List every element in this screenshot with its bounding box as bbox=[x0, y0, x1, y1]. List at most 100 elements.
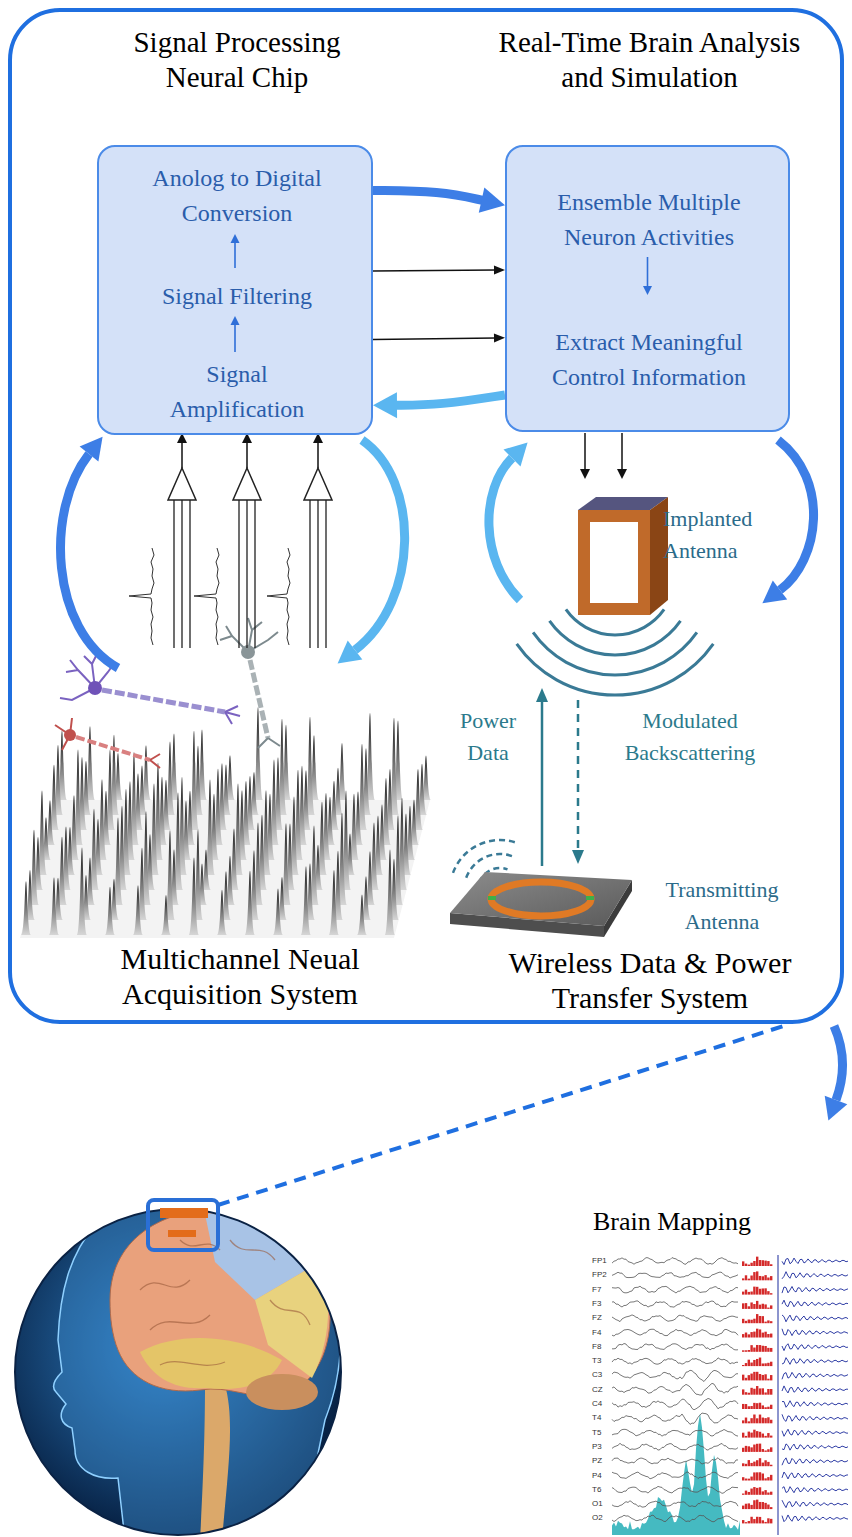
eeg-histogram-bar bbox=[756, 1329, 758, 1338]
eeg-histogram-bar bbox=[750, 1320, 752, 1323]
eeg-histogram-bar bbox=[756, 1444, 758, 1452]
eeg-histogram-bar bbox=[748, 1334, 750, 1337]
zoom-dashed-line bbox=[218, 1024, 790, 1205]
eeg-histogram-bar bbox=[748, 1521, 750, 1523]
eeg-histogram-bar bbox=[742, 1303, 744, 1309]
eeg-histogram-bar bbox=[756, 1472, 758, 1480]
neuron-illustration bbox=[88, 681, 102, 695]
spike-peak bbox=[329, 870, 339, 935]
eeg-histogram-bar bbox=[767, 1389, 769, 1395]
spike-peak bbox=[49, 877, 59, 935]
eeg-histogram-bar bbox=[770, 1492, 772, 1495]
eeg-histogram-bar bbox=[770, 1475, 772, 1481]
link-arrow bbox=[536, 688, 584, 866]
eeg-histogram-bar bbox=[742, 1494, 744, 1495]
eeg-histogram-bar bbox=[762, 1346, 764, 1352]
channel-label: P3 bbox=[592, 1443, 612, 1451]
neuron-illustration bbox=[102, 690, 225, 712]
eeg-histogram-bar bbox=[748, 1360, 750, 1366]
eeg-histogram-bar bbox=[770, 1447, 772, 1452]
eeg-histogram-bar bbox=[770, 1293, 772, 1294]
step-arrow-head bbox=[231, 234, 240, 243]
flow-arrow bbox=[61, 454, 118, 668]
eeg-histogram-bar bbox=[759, 1432, 761, 1438]
eeg-histogram-bar bbox=[745, 1321, 747, 1323]
eeg-histogram-bar bbox=[748, 1393, 750, 1395]
link-arrow bbox=[541, 700, 544, 866]
head-illustration bbox=[148, 1200, 218, 1250]
eeg-histogram-bar bbox=[750, 1418, 752, 1423]
eeg-spectrum bbox=[782, 1444, 848, 1450]
eeg-histogram-bar bbox=[742, 1334, 744, 1337]
eeg-histogram-bar bbox=[745, 1290, 747, 1295]
eeg-histogram-bar bbox=[770, 1264, 772, 1266]
eeg-histogram-bar bbox=[750, 1345, 752, 1352]
eeg-histogram-bar bbox=[753, 1332, 755, 1338]
amplifier-symbol bbox=[304, 468, 332, 500]
eeg-trace bbox=[612, 1272, 738, 1278]
eeg-spectrum bbox=[782, 1300, 848, 1307]
eeg-histogram-bar bbox=[759, 1472, 761, 1480]
flow-arrow bbox=[489, 458, 520, 600]
eeg-histogram-bar bbox=[756, 1460, 758, 1466]
spike-peak bbox=[77, 848, 87, 935]
eeg-histogram-bar bbox=[748, 1279, 750, 1281]
channel-label: O1 bbox=[592, 1500, 612, 1508]
mapping-arrow bbox=[825, 1026, 848, 1121]
eeg-histogram-bar bbox=[756, 1517, 758, 1524]
spike-peak bbox=[245, 871, 255, 935]
eeg-histogram-bar bbox=[764, 1322, 766, 1324]
eeg-histogram-bar bbox=[767, 1334, 769, 1337]
eeg-trace bbox=[612, 1301, 738, 1307]
eeg-histogram-bar bbox=[759, 1458, 761, 1466]
eeg-histogram-bar bbox=[756, 1271, 758, 1280]
eeg-histogram-bar bbox=[742, 1404, 744, 1409]
eeg-histogram-bar bbox=[748, 1460, 750, 1466]
flow-connector bbox=[373, 334, 505, 343]
transmitting-antenna bbox=[450, 872, 632, 937]
eeg-histogram-bar bbox=[753, 1430, 755, 1438]
eeg-histogram-bar bbox=[745, 1363, 747, 1366]
eeg-histogram-bar bbox=[742, 1477, 744, 1480]
eeg-histogram-bar bbox=[764, 1363, 766, 1366]
eeg-spectrum bbox=[782, 1329, 848, 1336]
eeg-trace bbox=[612, 1501, 738, 1507]
channel-label: CZ bbox=[592, 1386, 612, 1394]
eeg-histogram-bar bbox=[767, 1407, 769, 1409]
eeg-histogram-bar bbox=[762, 1375, 764, 1380]
flow-arrow bbox=[61, 433, 814, 668]
flow-arrow bbox=[80, 437, 103, 462]
implanted-antenna bbox=[578, 497, 668, 615]
eeg-histogram-bar bbox=[756, 1500, 758, 1509]
eeg-histogram-bar bbox=[764, 1407, 766, 1409]
spike-field bbox=[20, 707, 431, 938]
eeg-spectrum bbox=[782, 1487, 848, 1493]
step-arrow-head bbox=[231, 316, 240, 325]
flow-arrow bbox=[580, 469, 590, 479]
spike-peak bbox=[105, 887, 115, 935]
eeg-histogram-bar bbox=[753, 1360, 755, 1366]
annotation-label: Power Data bbox=[446, 705, 530, 769]
mapping-arrow bbox=[834, 1026, 843, 1100]
flow-arrow bbox=[778, 440, 814, 590]
eeg-histogram-bar bbox=[742, 1350, 744, 1351]
eeg-histogram-bar bbox=[745, 1264, 747, 1266]
eeg-histogram-bar bbox=[748, 1446, 750, 1452]
channel-label: T3 bbox=[592, 1357, 612, 1365]
eeg-histogram-bar bbox=[764, 1392, 766, 1394]
eeg-chart bbox=[588, 1250, 852, 1537]
amplifier-symbol bbox=[246, 442, 248, 468]
flow-arrow bbox=[762, 580, 787, 603]
eeg-histogram-bar bbox=[753, 1261, 755, 1266]
eeg-histogram-bar bbox=[756, 1287, 758, 1295]
eeg-histogram-bar bbox=[742, 1420, 744, 1423]
spike-peak bbox=[133, 885, 143, 935]
eeg-power-area bbox=[612, 1413, 740, 1535]
eeg-histogram-bar bbox=[762, 1491, 764, 1494]
amplifier-symbol bbox=[317, 442, 319, 468]
eeg-histogram-bar bbox=[767, 1492, 769, 1494]
channel-label: F7 bbox=[592, 1286, 612, 1294]
eeg-trace bbox=[612, 1398, 738, 1409]
channel-label: F8 bbox=[592, 1343, 612, 1351]
eeg-histogram-bar bbox=[767, 1477, 769, 1480]
